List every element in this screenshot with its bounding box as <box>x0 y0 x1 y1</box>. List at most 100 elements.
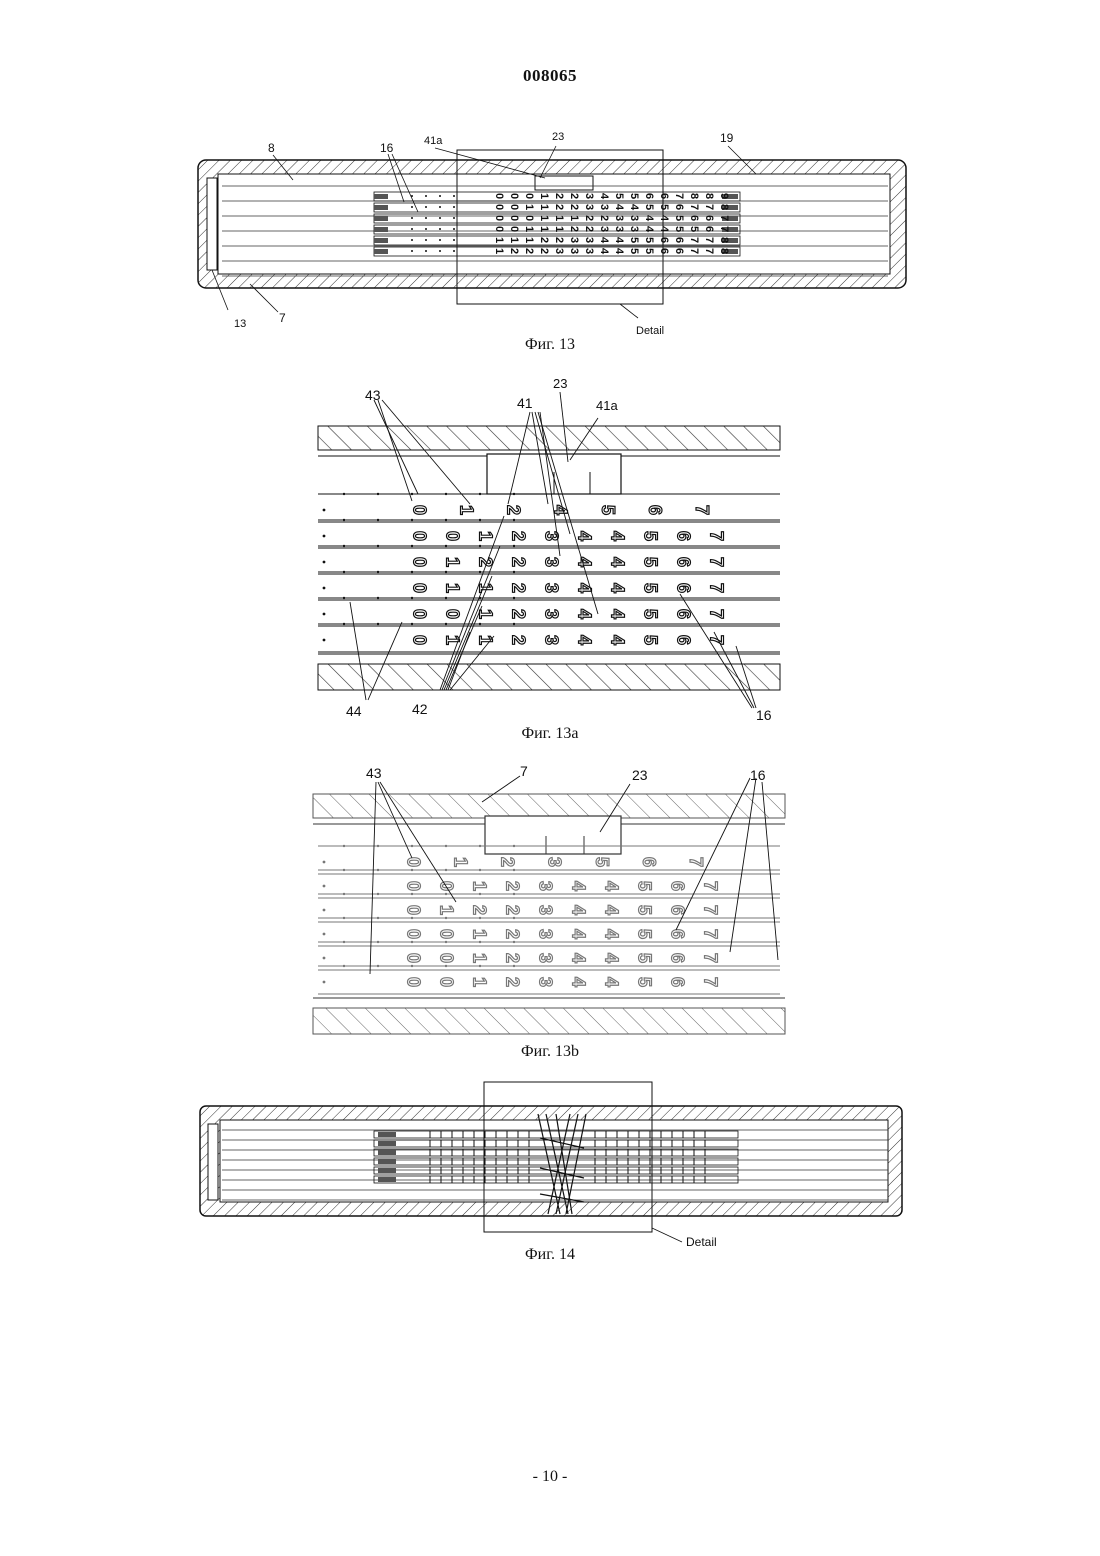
strip-digit: 0 <box>403 905 423 915</box>
label-42: 42 <box>412 701 428 717</box>
strip-digit: 1 <box>436 905 456 915</box>
strip-digit: 7 <box>703 237 715 243</box>
strip-digit: 5 <box>673 215 685 221</box>
figure-13b: 0123567001234456701223445670012344567001… <box>0 762 1100 1042</box>
strip-digit: 5 <box>628 193 640 199</box>
strip-digit: 3 <box>535 977 555 987</box>
strip-digit: 5 <box>640 557 660 567</box>
page-number: - 10 - <box>0 1468 1100 1486</box>
strip-digit: 0 <box>403 929 423 939</box>
caption-fig13: Фиг. 13 <box>0 336 1100 354</box>
strip-digit: 7 <box>700 905 720 915</box>
label-41a: 41a <box>424 135 443 147</box>
strip-digit: 3 <box>541 609 561 619</box>
strip-row: 0124567 <box>318 493 780 522</box>
strip-digit: 8 <box>718 204 730 210</box>
label-13: 13 <box>234 318 246 330</box>
strip-digit: 1 <box>442 557 462 567</box>
strip-digit: 3 <box>583 237 595 243</box>
end-plate <box>208 1124 218 1200</box>
strip-digit: 1 <box>538 226 550 232</box>
strip-digit: 3 <box>628 215 640 221</box>
label-44: 44 <box>346 703 362 719</box>
strip-digit: 4 <box>568 905 588 915</box>
strip-digit: 5 <box>634 881 654 891</box>
strip-digit: 5 <box>673 226 685 232</box>
strip-digit: 0 <box>409 505 429 515</box>
strip-digit: 3 <box>568 237 580 243</box>
strip-digit: 1 <box>475 635 495 645</box>
strip-digit: 7 <box>703 204 715 210</box>
strip-digit: 2 <box>538 248 550 254</box>
strip-digit: 7 <box>686 857 706 867</box>
strip-digit: 4 <box>601 977 621 987</box>
strip-digit: 5 <box>640 635 660 645</box>
strip-digit: 0 <box>523 193 535 199</box>
strip-digit: 1 <box>469 929 489 939</box>
strip-digit: 0 <box>508 215 520 221</box>
strip-digit: 4 <box>568 929 588 939</box>
strip-digit: 3 <box>583 204 595 210</box>
strip-digit: 1 <box>442 583 462 593</box>
strip-digit: 0 <box>409 557 429 567</box>
strip-digit: 7 <box>718 215 730 221</box>
strip-digit: 6 <box>645 505 665 515</box>
strip-digit: 2 <box>508 531 528 541</box>
strip-digit: 3 <box>613 226 625 232</box>
strip-row: 0112344567 <box>318 623 780 652</box>
strip-digit: 6 <box>673 557 693 567</box>
strip-digit: 3 <box>535 929 555 939</box>
strip-digit: 8 <box>718 237 730 243</box>
strip-digit: 6 <box>673 248 685 254</box>
strip-digit: 4 <box>628 204 640 211</box>
strip-digit: 1 <box>469 881 489 891</box>
strip-digit: 5 <box>643 204 655 210</box>
strip-digit: 7 <box>700 977 720 987</box>
strip-digit: 6 <box>667 977 687 987</box>
strip-digit: 9 <box>718 193 730 199</box>
strip-digit: 2 <box>502 881 522 891</box>
strip-digit: 0 <box>523 215 535 221</box>
figure-14: Detail <box>0 1078 1100 1258</box>
strip-digit: 0 <box>409 635 429 645</box>
strip-digit: 4 <box>574 609 594 619</box>
strip-digit: 3 <box>545 857 565 867</box>
strip-row: 0112344567 <box>318 571 780 600</box>
strip-digit: 4 <box>601 881 621 891</box>
strip-digit: 6 <box>658 248 670 254</box>
strip-digit: 5 <box>634 929 654 939</box>
strip-digit: 4 <box>598 237 610 244</box>
label-43: 43 <box>365 387 381 403</box>
label-23: 23 <box>553 376 567 391</box>
strip-digit: 7 <box>706 531 726 541</box>
strip-digit: 5 <box>658 204 670 210</box>
strip-digit: 5 <box>598 505 618 515</box>
strip-digit: 4 <box>607 557 627 567</box>
strip-digit: 0 <box>409 609 429 619</box>
strip-digit: 6 <box>667 929 687 939</box>
strip-digit: 2 <box>498 857 518 867</box>
strip-digit: 4 <box>613 248 625 255</box>
strip-digit: 2 <box>508 635 528 645</box>
strip-digit: 7 <box>673 193 685 199</box>
strip-digit: 3 <box>541 557 561 567</box>
strip-digit: 4 <box>643 215 655 222</box>
strip-digit: 6 <box>643 193 655 199</box>
strip-digit: 2 <box>502 929 522 939</box>
strip-digit: 6 <box>673 531 693 541</box>
strip-digit: 1 <box>508 237 520 243</box>
strip-digit: 0 <box>403 977 423 987</box>
strip-digit: 2 <box>538 237 550 243</box>
strip-digit: 4 <box>574 531 594 541</box>
strip-digit: 0 <box>403 953 423 963</box>
strip-digit: 6 <box>667 953 687 963</box>
strip-digit: 1 <box>469 953 489 963</box>
strip-digit: 4 <box>607 531 627 541</box>
strip-digit: 7 <box>706 583 726 593</box>
strip-digit: 2 <box>553 204 565 210</box>
label-16: 16 <box>380 141 394 155</box>
strip-digit: 4 <box>568 953 588 963</box>
strip-digit: 3 <box>541 635 561 645</box>
wall-top <box>313 794 785 818</box>
strip-group: 0123567001234456701223445670012344567001… <box>318 845 780 994</box>
